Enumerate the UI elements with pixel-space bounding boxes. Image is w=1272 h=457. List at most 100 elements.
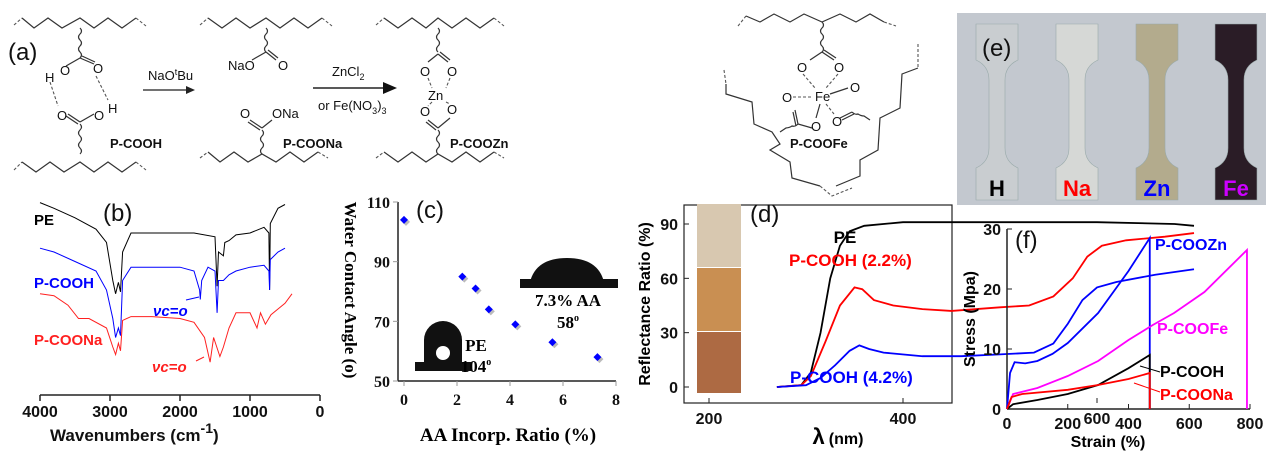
y-tick-label: 30	[983, 222, 1001, 239]
atom-zn: Zn	[428, 88, 443, 103]
atom-h: H	[45, 70, 54, 85]
series-label-4-2: P-COOH (4.2%)	[790, 368, 913, 387]
atom-o: O	[811, 119, 821, 134]
sample-swatch-pe	[697, 204, 741, 267]
series-line	[1006, 353, 1151, 410]
data-point	[548, 338, 557, 347]
atom-o: O	[834, 60, 844, 75]
x-tick-label: 800	[1237, 416, 1264, 433]
label-leader	[1133, 382, 1161, 393]
x-tick-label: 400	[1115, 416, 1142, 433]
annotation-pe-angle: 104o	[461, 357, 492, 376]
y-tick-label: 90	[660, 217, 678, 234]
reaction-arrow-2: ZnCl2 or Fe(NO3)3	[313, 64, 397, 116]
atom-h: H	[108, 101, 117, 116]
reagent-naotbu: NaOtBu	[148, 67, 193, 83]
annotation-vco-cooh: νc=o	[153, 303, 188, 320]
data-point	[484, 305, 493, 314]
x-tick-label: 2000	[162, 404, 198, 421]
x-tick-label: 200	[696, 411, 723, 428]
y-tick-label: 60	[660, 271, 678, 288]
dogbone-sample	[1135, 23, 1179, 201]
x-tick-label: 3000	[92, 404, 128, 421]
y-tick-label: 110	[367, 195, 390, 212]
atom-o: O	[447, 102, 457, 117]
x-axis-title: AA Incorp. Ratio (%)	[420, 425, 596, 446]
atom-o: O	[420, 64, 430, 79]
atom-o: O	[850, 80, 860, 95]
reagent-zncl2: ZnCl2	[332, 64, 364, 82]
atom-o: O	[797, 60, 807, 75]
annotation-leader	[185, 296, 200, 301]
dogbone-sample	[1055, 23, 1099, 201]
panel-e-label: (e)	[982, 35, 1011, 62]
x-tick-label: 0	[1003, 416, 1012, 433]
x-axis-title: λ(nm)	[813, 424, 864, 449]
series-label-p-coona: P-COONa	[1160, 387, 1233, 404]
series-label-p-coofe: P-COOFe	[1157, 321, 1228, 338]
y-tick-label: 90	[374, 255, 390, 272]
panel-f-label: (f)	[1015, 227, 1038, 254]
series-label-p-coozn: P-COOZn	[1155, 237, 1227, 254]
dogbone-sample	[1214, 23, 1258, 201]
series-label-pe: PE	[34, 212, 54, 229]
compound-name: P-COONa	[283, 136, 343, 151]
series-label-p-cooh: P-COOH	[1160, 364, 1224, 381]
panel-d-label: (d)	[750, 201, 779, 228]
series-line-p-coona	[39, 293, 293, 363]
panel-a-label: (a)	[8, 39, 37, 66]
atom-o: O	[278, 58, 288, 73]
x-tick-label: 0	[400, 392, 408, 409]
y-axis-title: Water Contact Angle (o)	[341, 202, 360, 379]
panel-a-scheme: (a) O O H H O O P-COOH NaOtBu	[8, 13, 919, 197]
series-label-p-cooh: P-COOH	[34, 275, 94, 292]
dogbone-sample	[975, 23, 1019, 201]
atom-o: O	[240, 106, 250, 121]
atom-o: O	[60, 63, 70, 78]
plot-frame	[683, 204, 953, 404]
series-line-pe	[39, 202, 286, 294]
data-point	[593, 353, 602, 362]
droplet-image-7-3-aa	[520, 258, 618, 288]
x-tick-label: 0	[316, 404, 325, 421]
series-line	[776, 221, 1195, 388]
series-line	[1006, 371, 1151, 410]
series-label-p-coona: P-COONa	[34, 332, 103, 349]
sample-label: Fe	[1223, 176, 1249, 201]
data-point	[511, 320, 520, 329]
atom-o: O	[94, 108, 104, 123]
atom-o: O	[782, 90, 792, 105]
series-line-p-cooh	[39, 247, 286, 338]
annotation-pe: PE	[465, 336, 487, 355]
reaction-arrow-1: NaOtBu	[143, 67, 195, 94]
structure-p-cooh: O O H H O O P-COOH	[13, 17, 162, 173]
y-tick-label: 10	[983, 342, 1001, 359]
y-tick-label: 0	[992, 402, 1001, 419]
x-tick-label: 600	[1176, 416, 1203, 433]
y-tick-label: 70	[374, 314, 390, 331]
annotation-7-3-aa: 7.3% AA	[535, 291, 602, 310]
x-tick-label: 400	[890, 411, 917, 428]
structure-p-coofe: O O Fe O O O O P-COOFe	[723, 13, 919, 197]
atom-o: O	[420, 104, 430, 119]
sample-swatch-4-2	[697, 332, 741, 393]
atom-o: O	[447, 64, 457, 79]
structure-p-coona: NaO O O ONa P-COONa	[199, 17, 343, 163]
annotation-leader	[195, 356, 205, 362]
atom-ona: ONa	[272, 106, 300, 121]
sample-label: H	[989, 176, 1005, 201]
series-line	[776, 232, 1195, 388]
y-tick-label: 0	[669, 380, 678, 397]
y-tick-label: 30	[660, 326, 678, 343]
atom-o: O	[57, 108, 67, 123]
sample-label: Zn	[1144, 176, 1171, 201]
x-tick-label: 4	[506, 392, 514, 409]
x-tick-label: 6	[559, 392, 567, 409]
panel-c-label: (c)	[416, 197, 444, 224]
